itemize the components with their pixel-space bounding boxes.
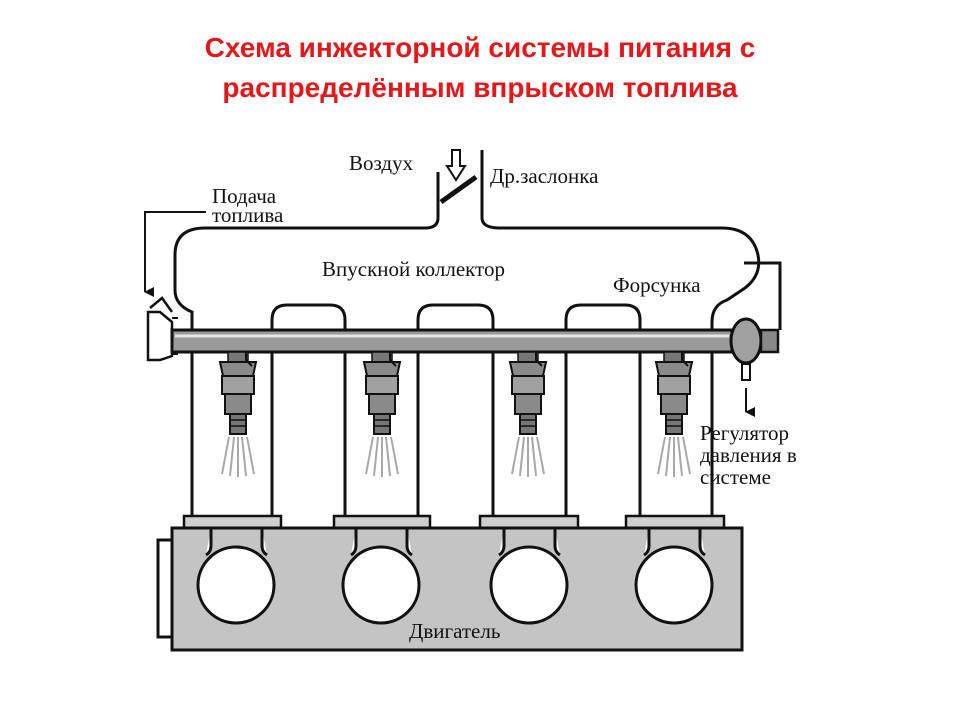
label-regulator-line3: системе [700,465,771,489]
injector-2 [363,351,401,478]
throttle-valve [439,174,478,205]
fuel-rail [170,328,734,354]
cylinder-4 [643,528,651,557]
cylinder-3 [498,528,506,557]
cylinder-3-neck [553,528,561,557]
cylinders [196,528,714,625]
injectors [219,351,693,478]
label-regulator-line2: давления в [700,443,797,467]
fuel-supply-arrow [144,211,206,297]
cylinder-2-neck [405,528,413,557]
injector-4 [655,351,693,478]
diagram-title: Схема инжекторной системы питания с расп… [0,28,960,108]
pressure-regulator [729,261,782,381]
runner-flanges [182,514,726,530]
injector-outlet-lines [245,352,689,367]
label-air: Воздух [349,151,414,175]
label-injector: Форсунка [613,273,701,297]
label-intake-manifold: Впускной коллектор [322,257,505,281]
label-fuel-supply-line1: Подача [212,184,277,208]
cylinder-4-neck [698,528,706,557]
cylinder-3-bore [489,545,569,625]
cylinder-1-neck [260,528,268,557]
cylinder-4-bore [634,545,714,625]
air-inlet-arrow [445,149,467,182]
label-engine: Двигатель [409,619,500,643]
intake-manifold-outline [173,207,761,520]
injector-1 [219,351,257,478]
cylinder-1-bore [196,545,276,625]
title-line-2: распределённым впрыском топлива [222,72,738,103]
label-fuel-supply-line2: топлива [212,203,284,227]
label-regulator-line1: Регулятор [700,421,789,445]
cylinder-2 [350,528,358,557]
throttle-body [436,150,484,207]
title-line-1: Схема инжекторной системы питания с [204,32,756,63]
label-throttle: Др.заслонка [490,164,599,188]
cylinder-1 [205,528,213,557]
fuel-inlet-fitting [146,296,178,362]
injector-3 [509,351,547,478]
cylinder-2-bore [341,545,421,625]
